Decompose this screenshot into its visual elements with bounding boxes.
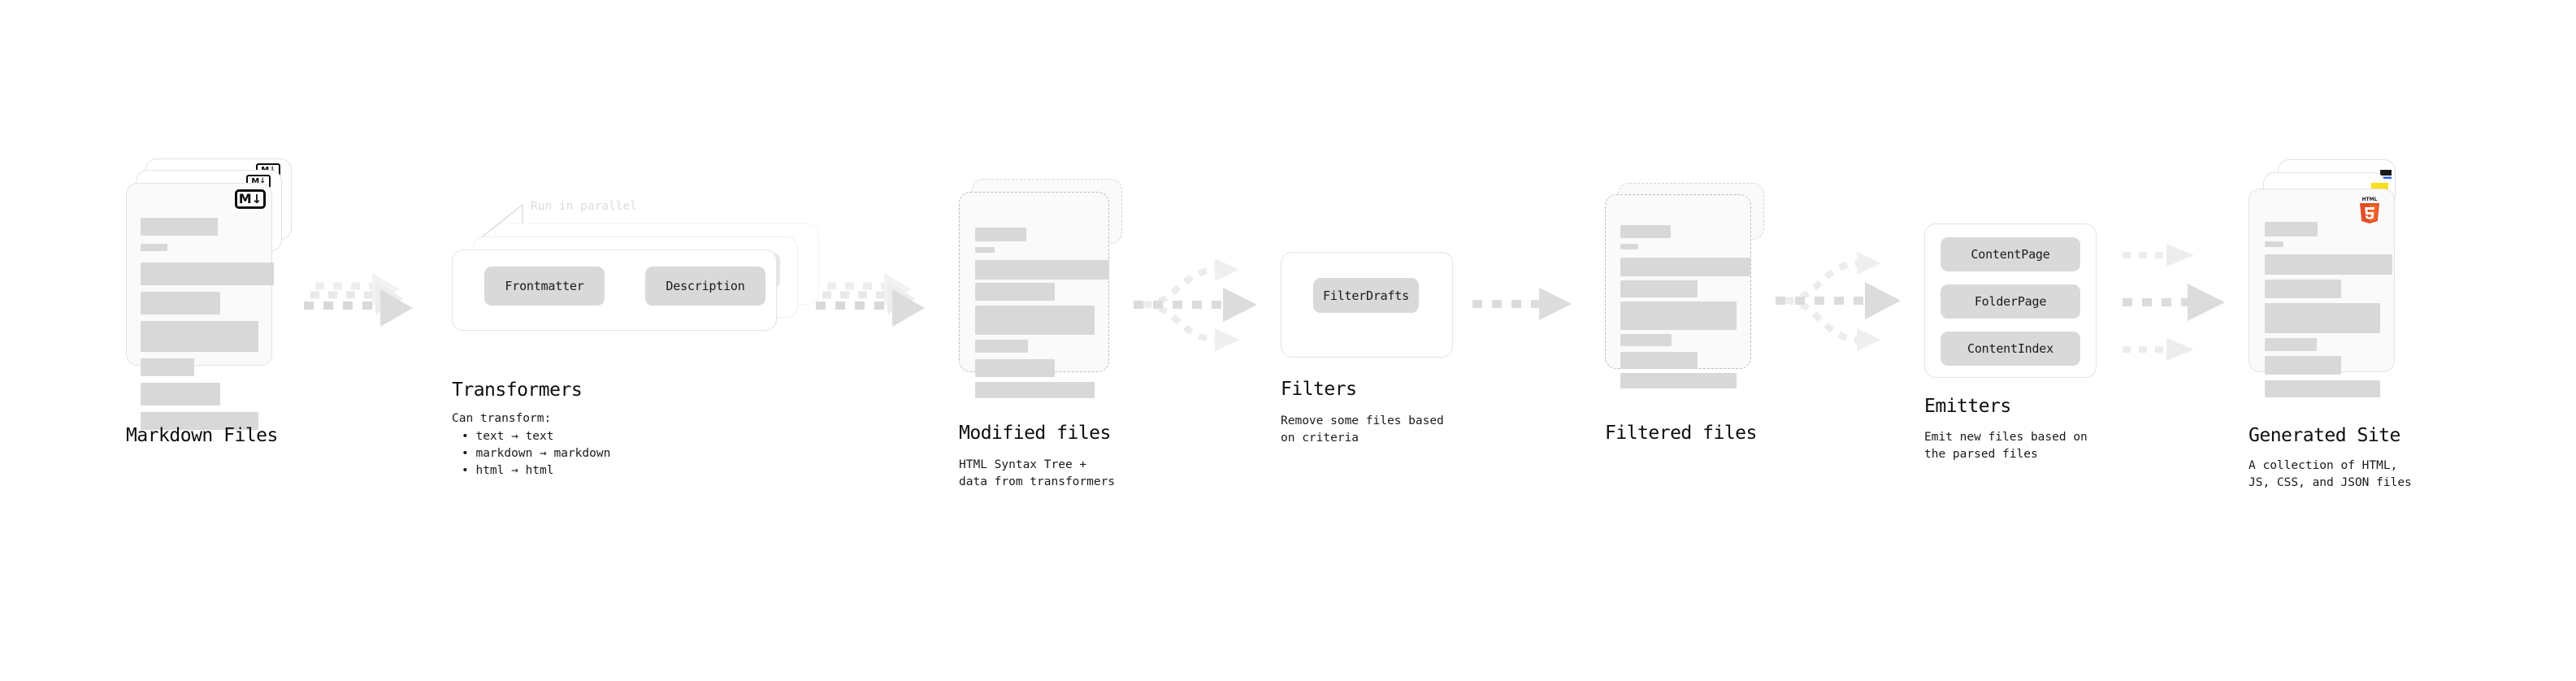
run-in-parallel-label: Run in parallel <box>531 200 637 213</box>
stage-title-generated-site: Generated Site <box>2249 425 2400 446</box>
emitter-chip-contentindex[interactable]: ContentIndex <box>1941 332 2080 366</box>
transformers-bullet-2: • html → html <box>462 464 554 478</box>
filter-chip-filterdrafts[interactable]: FilterDrafts <box>1313 278 1419 313</box>
stage-title-filters: Filters <box>1281 379 1357 400</box>
transformers-caption-lead: Can transform: <box>452 412 552 425</box>
markdown-icon: M↓ <box>235 189 266 209</box>
stage-title-filtered-files: Filtered files <box>1605 423 1757 444</box>
stage-title-transformers: Transformers <box>452 380 583 401</box>
connector-filtered-to-emitters <box>1776 252 1901 351</box>
connector-markdown-to-transformers <box>304 273 413 327</box>
stage-subtitle-modified-files: HTML Syntax Tree + data from transformer… <box>959 458 1116 489</box>
connector-modified-to-filters <box>1134 258 1257 351</box>
transformer-chip-frontmatter[interactable]: Frontmatter <box>484 267 605 306</box>
transformer-chip-description[interactable]: Description <box>645 267 765 306</box>
css3-icon <box>2380 170 2392 180</box>
stage-subtitle-filters: Remove some files based on criteria <box>1281 414 1444 445</box>
markdown-icon-letter: M <box>238 191 252 206</box>
markdown-icon-letter: M <box>251 176 259 186</box>
transformers-bullets: • text → text • markdown → markdown • ht… <box>462 428 610 479</box>
svg-text:HTML: HTML <box>2362 197 2378 202</box>
stage-title-emitters: Emitters <box>1924 396 2011 417</box>
transformers-bullet-0: • text → text <box>462 430 554 443</box>
connector-transformers-to-modified <box>816 273 925 327</box>
emitter-chip-contentpage[interactable]: ContentPage <box>1941 237 2080 271</box>
stage-title-modified-files: Modified files <box>959 423 1111 444</box>
transformers-bullet-1: • markdown → markdown <box>462 447 611 461</box>
stage-subtitle-generated-site: A collection of HTML, JS, CSS, and JSON … <box>2249 459 2412 490</box>
markdown-icon-arrow: ↓ <box>259 177 266 185</box>
connector-filters-to-filtered <box>1472 288 1572 320</box>
html5-icon: HTML <box>2357 195 2383 224</box>
stage-subtitle-emitters: Emit new files based on the parsed files <box>1924 431 2088 462</box>
emitter-chip-folderpage[interactable]: FolderPage <box>1941 284 2080 319</box>
markdown-icon-arrow: ↓ <box>251 191 262 206</box>
connector-emitters-to-site <box>2123 244 2225 361</box>
stage-title-markdown-files: Markdown Files <box>126 425 278 446</box>
